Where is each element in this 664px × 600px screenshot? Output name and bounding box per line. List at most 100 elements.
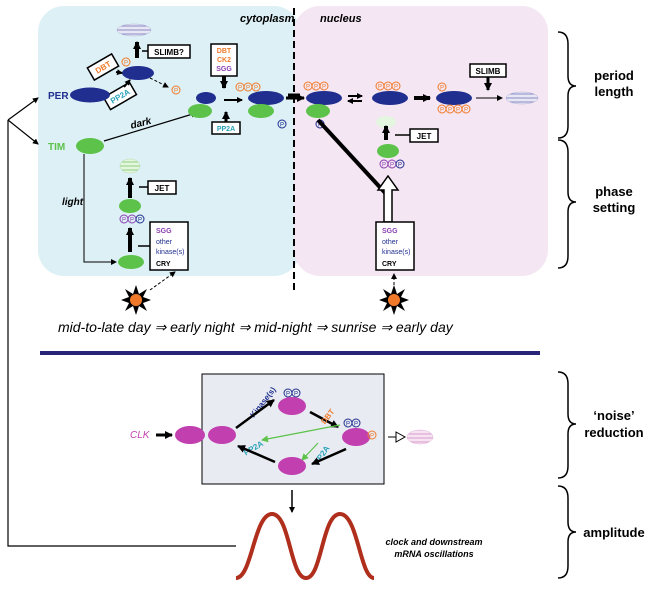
other-text-cyto: other bbox=[156, 239, 173, 246]
clk-right bbox=[342, 428, 370, 446]
ck2-text: CK2 bbox=[217, 57, 231, 64]
p-nuc-tim-1: P bbox=[382, 163, 386, 169]
p-label-purple-2: P bbox=[130, 218, 134, 224]
p-label-blue-1: P bbox=[280, 123, 284, 129]
p-circle-orange-1 bbox=[121, 57, 131, 67]
p-circle-blue-2 bbox=[135, 214, 145, 224]
sgg-text-cyto: SGG bbox=[156, 228, 172, 235]
pp2a-green-arrow-2 bbox=[301, 442, 319, 461]
pp2a-green-arrow-1 bbox=[261, 424, 341, 443]
per-ellipse bbox=[70, 87, 110, 103]
other-text-nuc: other bbox=[382, 239, 399, 246]
p-circle-orange-2 bbox=[171, 85, 181, 95]
label-reduction: reduction bbox=[584, 425, 643, 440]
p-nuc-2c: P bbox=[394, 85, 398, 91]
nuc-diagonal-thick bbox=[316, 118, 390, 198]
degraded-clk-blob bbox=[406, 429, 434, 445]
p-clk-right-2-t: P bbox=[354, 422, 358, 428]
tim-bottom-ellipse bbox=[118, 255, 144, 269]
kinase-cry-box-nuc bbox=[375, 221, 415, 271]
dbt-text-2: DBT bbox=[217, 48, 232, 55]
cry-text-nuc: CRY bbox=[382, 261, 397, 268]
sun-icon-nuc bbox=[379, 285, 409, 315]
p-clk-top-2 bbox=[291, 388, 301, 398]
kinases-text-nuc: kinase(s) bbox=[382, 249, 410, 256]
p-nuc-2b: P bbox=[386, 85, 390, 91]
label-amplitude: amplitude bbox=[583, 525, 644, 540]
clk-degrade-arrowhead bbox=[395, 431, 407, 443]
light-label: light bbox=[62, 197, 84, 208]
p-clk-right-3 bbox=[367, 430, 377, 440]
p-nuc-1c: P bbox=[322, 85, 326, 91]
tim-complex-cyto bbox=[248, 104, 274, 118]
p-nuc-2a: P bbox=[378, 85, 382, 91]
jet-text-cyto: JET bbox=[155, 184, 170, 193]
per-complex-cyto bbox=[248, 91, 284, 105]
tim-complex-cyto-left bbox=[188, 104, 212, 118]
sgg-text-nuc: SGG bbox=[382, 228, 398, 235]
mrna-wave bbox=[235, 511, 375, 581]
brace-noise bbox=[557, 371, 577, 479]
clk-left-to-top-arrow bbox=[235, 398, 275, 430]
per-complex-cyto-left bbox=[196, 92, 216, 104]
p-nuc-3a: P bbox=[440, 86, 444, 92]
clk-ellipse-input bbox=[175, 426, 205, 444]
per-to-phospho-arrow bbox=[149, 77, 169, 88]
nuclear-complex-3 bbox=[436, 82, 472, 114]
brace-amplitude bbox=[557, 485, 577, 579]
brace-period bbox=[557, 31, 577, 139]
per-label: PER bbox=[48, 91, 69, 102]
feedback-to-per bbox=[7, 97, 39, 121]
pp2a-box-cyto bbox=[102, 81, 138, 111]
clk-right-to-bottom-arrow bbox=[311, 447, 347, 466]
label-noise: ‘noise’ bbox=[593, 408, 634, 423]
p-circle-nuc-3 bbox=[395, 159, 405, 169]
p-nuc-3d: P bbox=[456, 108, 460, 114]
label-phase: phase bbox=[595, 184, 633, 199]
pp2a-text-cyto-2: PP2A bbox=[217, 126, 235, 133]
p-nuc-tim-3: P bbox=[398, 163, 402, 169]
cry-text-cyto: CRY bbox=[156, 261, 171, 268]
light-path bbox=[83, 154, 117, 265]
brace-phase bbox=[557, 139, 577, 269]
p-clk-top-2-t: P bbox=[294, 392, 298, 398]
p-label-3: P bbox=[238, 86, 242, 92]
p-nuc-tim-2: P bbox=[390, 163, 394, 169]
sun-icon-cyto bbox=[121, 285, 151, 315]
p-label-purple-1: P bbox=[122, 218, 126, 224]
nucleus-label: nucleus bbox=[320, 13, 362, 25]
p-nuc-1d: P bbox=[318, 123, 322, 129]
tim-ellipse bbox=[76, 138, 104, 154]
p-clk-top-1-t: P bbox=[286, 392, 290, 398]
sgg-text-1: SGG bbox=[216, 66, 232, 73]
sun-cyto-arrow bbox=[149, 271, 176, 291]
tim-label: TIM bbox=[48, 142, 65, 153]
mrna-caption-2: mRNA oscillations bbox=[394, 549, 473, 559]
p-nuc-3c: P bbox=[448, 108, 452, 114]
nuclear-complex-2 bbox=[372, 81, 408, 105]
dark-label: dark bbox=[129, 116, 153, 132]
slimb-text-nuc: SLIMB bbox=[476, 67, 501, 76]
p-clk-right-3-t: P bbox=[370, 434, 374, 440]
clk-bottom-to-left-arrow bbox=[237, 444, 276, 464]
p-label-4: P bbox=[246, 86, 250, 92]
dbt-ck2-sgg-box bbox=[210, 43, 238, 77]
slimb-question-text: SLIMB? bbox=[154, 48, 184, 57]
p-circle-orange-5 bbox=[251, 82, 261, 92]
tim-nuc-ellipse bbox=[377, 144, 399, 158]
tim-nuc-degrade-blob bbox=[376, 116, 396, 128]
feedback-line bbox=[7, 120, 236, 547]
nuc-hollow-arrow bbox=[376, 174, 400, 223]
clk-top-to-right-arrow bbox=[309, 410, 339, 429]
p-nuc-1a: P bbox=[306, 85, 310, 91]
feedback-to-tim bbox=[7, 119, 39, 145]
dbt-box-cyto bbox=[86, 52, 120, 82]
clk-label: CLK bbox=[130, 430, 151, 441]
pp2a-to-per-arrow bbox=[123, 79, 131, 88]
p-nuc-3e: P bbox=[464, 108, 468, 114]
p-nuc-3b: P bbox=[440, 108, 444, 114]
p-label-2: P bbox=[174, 89, 178, 95]
degraded-tim-blob bbox=[119, 158, 141, 174]
jet-text-nuc: JET bbox=[417, 132, 432, 141]
